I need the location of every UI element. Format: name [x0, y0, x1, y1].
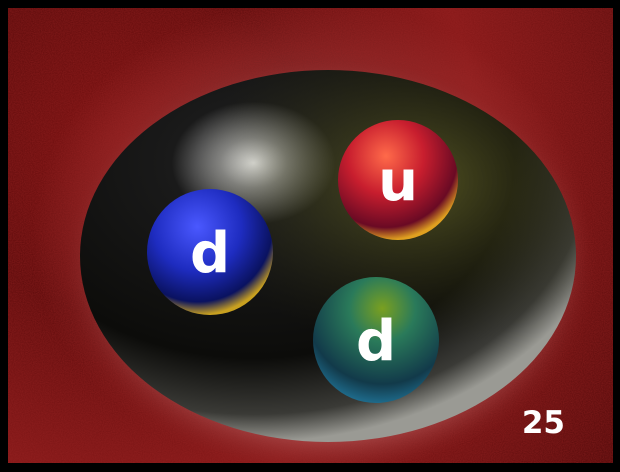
quark-u: u — [338, 120, 458, 240]
quark-label-d-blue: d — [190, 221, 230, 286]
quark-label-d-green: d — [356, 309, 396, 374]
quark-d-green: d — [313, 277, 439, 403]
quark-d-blue: d — [147, 189, 273, 315]
page-number: 25 — [522, 405, 565, 441]
red-background: u d d 25 — [8, 8, 613, 463]
quark-label-u: u — [378, 149, 418, 214]
proton-illustration: u d d — [8, 8, 613, 463]
